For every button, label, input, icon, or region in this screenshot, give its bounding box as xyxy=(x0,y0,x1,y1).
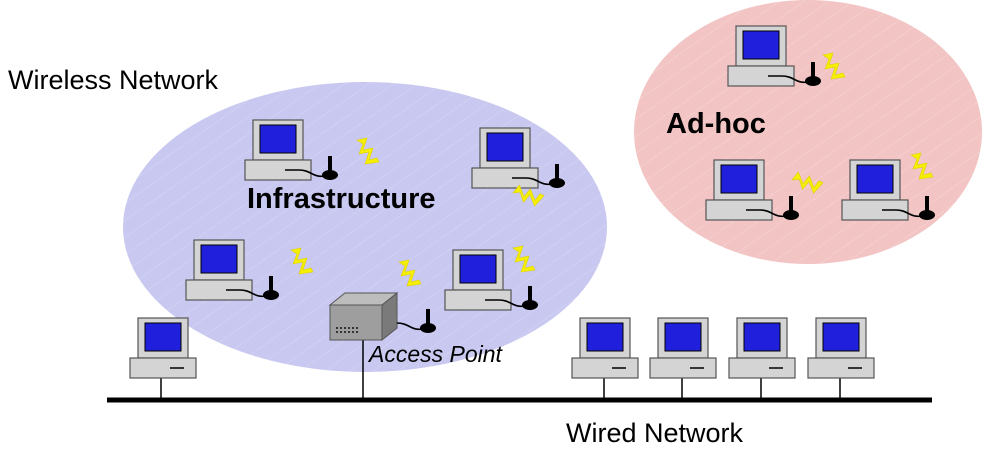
computer-icon xyxy=(649,317,717,379)
computer-icon xyxy=(807,317,875,379)
computer-icon xyxy=(705,159,773,221)
computer-icon xyxy=(129,317,197,379)
computer-icon xyxy=(841,159,909,221)
computer-icon xyxy=(728,317,796,379)
access-point-label: Access Point xyxy=(369,341,502,367)
adhoc-label: Ad-hoc xyxy=(666,108,766,140)
wired-network-label: Wired Network xyxy=(566,418,744,448)
computer-icon xyxy=(185,239,253,301)
access-point-icon xyxy=(328,291,399,342)
computer-icon xyxy=(244,119,312,181)
computer-icon xyxy=(444,249,512,311)
computer-icon xyxy=(571,317,639,379)
computer-icon xyxy=(727,25,795,87)
computer-icon xyxy=(471,127,539,189)
wireless-network-label: Wireless Network xyxy=(8,65,219,95)
infrastructure-label: Infrastructure xyxy=(247,183,436,215)
